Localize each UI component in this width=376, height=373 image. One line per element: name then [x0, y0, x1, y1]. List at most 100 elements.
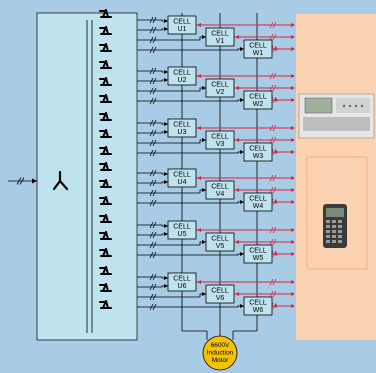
- keypad-key: [326, 220, 330, 223]
- keypad-key: [332, 240, 336, 243]
- feed-line: [137, 129, 168, 137]
- delta-winding-icon: [99, 196, 112, 205]
- cell-id-label: V2: [216, 89, 225, 96]
- delta-winding-icon: [99, 162, 112, 171]
- control-arrow: [234, 238, 295, 246]
- cell-title-label: CELL: [173, 172, 191, 179]
- control-arrow: [196, 72, 295, 80]
- control-arrow: [269, 96, 295, 104]
- cell-title-label: CELL: [249, 146, 267, 153]
- keypad-key: [326, 240, 330, 243]
- cell-title-label: CELL: [211, 184, 229, 191]
- keypad-key: [326, 230, 330, 233]
- control-arrow: [196, 174, 295, 182]
- delta-winding-icon: [99, 179, 112, 188]
- handheld-keypad-icon: [323, 204, 347, 248]
- cell-title-label: CELL: [249, 94, 267, 101]
- cell-id-label: W3: [253, 153, 264, 160]
- keypad-key: [326, 225, 330, 228]
- cell-id-label: U6: [178, 283, 187, 290]
- controller-panel: [296, 14, 376, 340]
- motor-name-label: Motor: [212, 357, 229, 364]
- cell-title-label: CELL: [211, 82, 229, 89]
- feed-line: [137, 199, 244, 207]
- cell-title-label: CELL: [173, 70, 191, 77]
- control-arrow: [196, 278, 295, 286]
- cell-id-label: V5: [216, 243, 225, 250]
- feed-line: [137, 16, 168, 24]
- keypad-frame: [306, 156, 368, 270]
- input-power-line: [8, 177, 37, 185]
- delta-winding-icon: [99, 300, 112, 309]
- control-arrow: [196, 124, 295, 132]
- cell-id-label: U3: [178, 129, 187, 136]
- cell-id-label: V6: [216, 295, 225, 302]
- feed-line: [137, 251, 244, 259]
- control-arrow: [269, 198, 295, 206]
- control-arrow: [269, 45, 295, 53]
- feed-line: [137, 231, 168, 239]
- feed-line: [137, 273, 168, 281]
- cell-title-label: CELL: [211, 134, 229, 141]
- feed-line: [137, 26, 168, 34]
- cell-id-label: V3: [216, 141, 225, 148]
- delta-winding-icon: [99, 248, 112, 257]
- motor-type-label: Induction: [207, 350, 234, 357]
- feed-line: [137, 292, 206, 301]
- keypad-key: [338, 235, 342, 238]
- delta-winding-icon: [99, 283, 112, 292]
- cell-id-label: V1: [216, 38, 225, 45]
- cell-title-label: CELL: [173, 122, 191, 129]
- keypad-key: [338, 225, 342, 228]
- control-arrow: [269, 148, 295, 156]
- control-arrow: [196, 21, 295, 29]
- feed-line: [137, 283, 168, 291]
- cell-id-label: U4: [178, 179, 187, 186]
- feed-line: [137, 77, 168, 85]
- cell-title-label: CELL: [249, 43, 267, 50]
- keypad-key: [332, 220, 336, 223]
- cell-title-label: CELL: [173, 19, 191, 26]
- induction-motor: 6600V Induction Motor: [202, 335, 238, 371]
- feed-line: [137, 67, 168, 75]
- wye-symbol-icon: [52, 170, 69, 191]
- keypad-key: [332, 230, 336, 233]
- control-arrow: [234, 290, 295, 298]
- cell-id-label: W4: [253, 203, 264, 210]
- cell-title-label: CELL: [211, 31, 229, 38]
- cell-feeds: [137, 16, 244, 311]
- cell-id-label: U2: [178, 77, 187, 84]
- cell-title-label: CELL: [173, 224, 191, 231]
- delta-winding-icon: [99, 112, 112, 121]
- cell-title-label: CELL: [249, 248, 267, 255]
- delta-winding-icon: [99, 214, 112, 223]
- motor-voltage-label: 6600V: [211, 342, 230, 349]
- delta-winding-icon: [99, 94, 112, 103]
- cell-id-label: W2: [253, 101, 264, 108]
- delta-winding-icon: [99, 9, 112, 309]
- feed-line: [137, 149, 244, 157]
- delta-winding-icon: [99, 231, 112, 240]
- keypad-key: [326, 235, 330, 238]
- control-arrow: [269, 302, 295, 310]
- control-arrow: [234, 84, 295, 92]
- cell-id-label: V4: [216, 191, 225, 198]
- keypad-key: [338, 240, 342, 243]
- keypad-key: [338, 230, 342, 233]
- delta-winding-icon: [99, 129, 112, 138]
- feed-line: [137, 35, 206, 44]
- cell-title-label: CELL: [173, 276, 191, 283]
- cell-id-label: W1: [253, 50, 264, 57]
- control-unit-icon: [298, 93, 375, 139]
- feed-line: [137, 138, 206, 147]
